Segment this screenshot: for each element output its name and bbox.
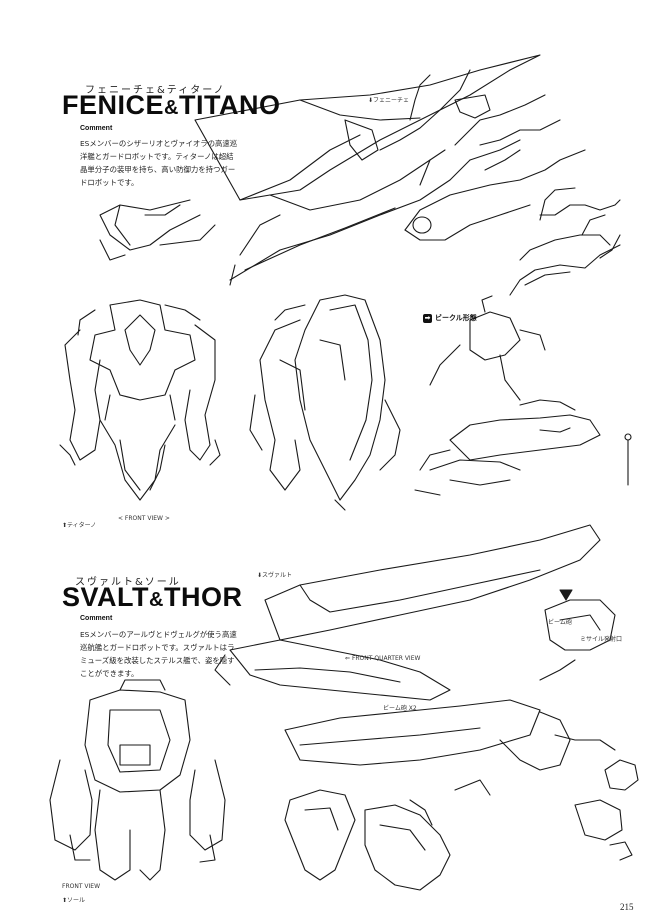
label-thor: ⬆ソール [62, 897, 86, 904]
titano-side-drawing [249, 294, 401, 511]
thor-detail-drawing [284, 779, 491, 891]
thor-front-drawing [49, 679, 226, 881]
fenice-titano-ruby: フェニーチェ&ティターノ [85, 85, 226, 96]
title-amp: & [164, 97, 179, 119]
comment-text-2: ESメンバーのアールヴとドヴェルグが使う高速巡航艦とガードロボットです。スヴァル… [80, 630, 237, 678]
arrow-right-icon: ➡ [423, 313, 432, 323]
page-number: 215 [620, 902, 634, 912]
svalt-pilot-sketches [574, 759, 639, 861]
label-svalt: ⬇スヴァルト [257, 572, 293, 579]
comment-heading-1: Comment [80, 125, 113, 132]
label-beam-gun-x2: ビーム砲 X2 [383, 705, 417, 712]
title-svalt: SVALT [62, 582, 149, 612]
label-titano-front-view: < FRONT VIEW > [118, 515, 170, 522]
fenice-ship-drawing [99, 54, 546, 286]
label-vehicle-form: ➡ビークル形態 [423, 313, 477, 323]
fenice-spear-drawing [404, 119, 621, 296]
svalt-ship-drawing [214, 524, 616, 771]
label-thor-front-view: FRONT VIEW [62, 883, 101, 890]
label-fenice: ⬇フェニーチェ [368, 97, 410, 104]
title-fenice: FENICE [62, 90, 165, 120]
label-beam-gun: ビーム砲 [548, 619, 572, 626]
fenice-titano-title: FENICE&TITANO [62, 90, 280, 121]
label-titano: ⬆ティターノ [62, 522, 97, 529]
comment-text-1: ESメンバーのシザーリオとヴァイオラの高速巡洋艦とガードロボットです。ティターノ… [80, 139, 238, 187]
title-thor: THOR [163, 582, 243, 612]
titano-front-drawing [59, 299, 221, 501]
label-front-quarter-view: ⇐ FRONT QUARTER VIEW [345, 655, 421, 662]
title-amp-2: & [149, 589, 164, 611]
title-titano: TITANO [178, 90, 281, 120]
fenice-vehicle-drawing [414, 295, 632, 496]
comment-heading-2: Comment [80, 615, 113, 622]
svalt-thor-title: SVALT&THOR [62, 582, 242, 613]
label-missile-port: ミサイル発射口 [580, 636, 623, 643]
svalt-thor-ruby: スヴァルト&ソール [75, 577, 181, 588]
